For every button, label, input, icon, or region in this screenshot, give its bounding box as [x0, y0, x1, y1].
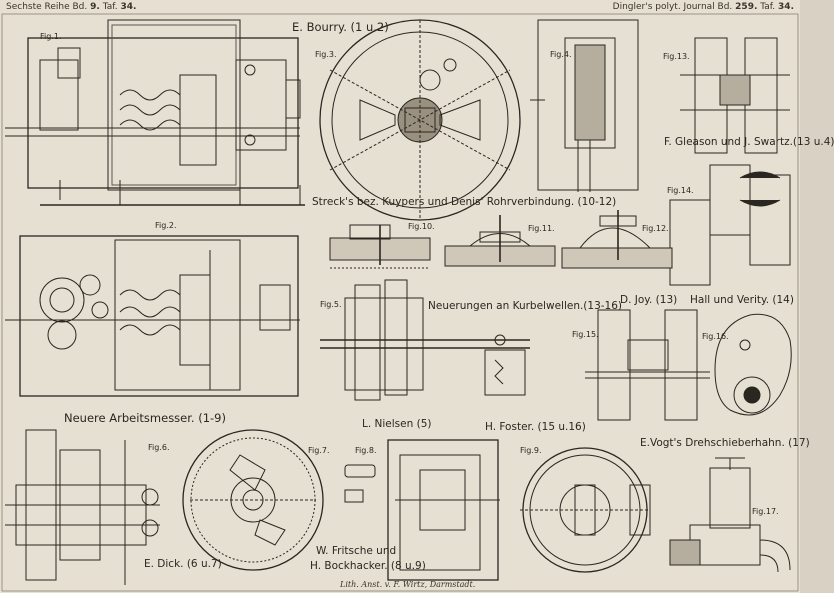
fig14-drawing — [669, 164, 791, 286]
fig13-drawing — [680, 37, 790, 154]
caption-kurbelwellen: Neuerungen an Kurbelwellen.(13-16) — [428, 300, 623, 312]
fig16-label: Fig.16. — [702, 332, 729, 341]
fig1-label: Fig.1. — [40, 32, 62, 41]
technical-drawings — [1, 13, 799, 592]
caption-foster: H. Foster. (15 u.16) — [485, 421, 586, 433]
header-right-volume: 259. — [735, 2, 758, 12]
fig11-drawing — [444, 215, 556, 267]
caption-dick: E. Dick. (6 u.7) — [144, 558, 222, 570]
caption-arbeitsmesser: Neuere Arbeitsmesser. (1-9) — [64, 411, 226, 425]
caption-vogt: E.Vogt's Drehschieberhahn. (17) — [640, 437, 810, 449]
caption-fritsche: W. Fritsche und — [316, 545, 397, 557]
fig16-drawing — [714, 313, 792, 416]
fig7-drawing — [182, 429, 324, 571]
fig7-label: Fig.7. — [308, 446, 330, 455]
fig6-label: Fig.6. — [148, 443, 170, 452]
fig5-label: Fig.5. — [320, 300, 342, 309]
header-right-taf-label: Taf. — [760, 2, 776, 12]
caption-bourry: E. Bourry. (1 u.2) — [292, 20, 389, 34]
fig11-label: Fig.11. — [528, 224, 555, 233]
fig12-label: Fig.12. — [642, 224, 669, 233]
fig8-drawing — [344, 439, 500, 581]
fig6-drawing — [5, 429, 160, 585]
fig9-drawing — [520, 447, 651, 573]
fig13-label: Fig.13. — [663, 52, 690, 61]
fig10-drawing — [329, 224, 431, 269]
fig17-drawing — [669, 457, 791, 573]
header-right: Dingler's polyt. Journal Bd. 259. Taf. 3… — [613, 2, 794, 12]
header-left-taf-label: Taf. — [102, 2, 118, 12]
fig12-drawing — [561, 210, 673, 269]
caption-gleason: F. Gleason und J. Swartz.(13 u.4) — [664, 136, 834, 148]
fig3-label: Fig.3. — [315, 50, 337, 59]
caption-nielsen: L. Nielsen (5) — [362, 418, 432, 430]
fig8-label: Fig.8. — [355, 446, 377, 455]
fig10-label: Fig.10. — [408, 222, 435, 231]
caption-bockhacker: H. Bockhacker. (8 u.9) — [310, 560, 426, 572]
fig2-label: Fig.2. — [155, 221, 177, 230]
header-right-prefix: Dingler's polyt. Journal Bd. — [612, 2, 733, 12]
fig5-drawing — [320, 279, 530, 401]
fig1-drawing — [5, 19, 305, 206]
lithographer-imprint: Lith. Anst. v. F. Wirtz, Darmstadt. — [340, 580, 476, 589]
fig17-label: Fig.17. — [752, 507, 779, 516]
fig15-drawing — [585, 309, 710, 421]
fig4-label: Fig.4. — [550, 50, 572, 59]
caption-joy: D. Joy. (13) — [620, 294, 678, 306]
header-left-prefix: Sechste Reihe Bd. — [6, 2, 88, 12]
header-left-taf-number: 34. — [120, 2, 137, 12]
fig4-drawing — [530, 19, 639, 192]
header-left: Sechste Reihe Bd. 9. Taf. 34. — [6, 2, 136, 12]
caption-streck: Streck's bez. Kuypers und Denis' Rohrver… — [312, 196, 617, 208]
header-left-volume: 9. — [90, 2, 100, 12]
fig9-label: Fig.9. — [520, 446, 542, 455]
caption-hall: Hall und Verity. (14) — [690, 294, 794, 306]
fig3-drawing — [319, 19, 521, 221]
fig14-label: Fig.14. — [667, 186, 694, 195]
fig15-label: Fig.15. — [572, 330, 599, 339]
header-right-taf-number: 34. — [778, 2, 794, 12]
fig2-drawing — [5, 235, 300, 397]
